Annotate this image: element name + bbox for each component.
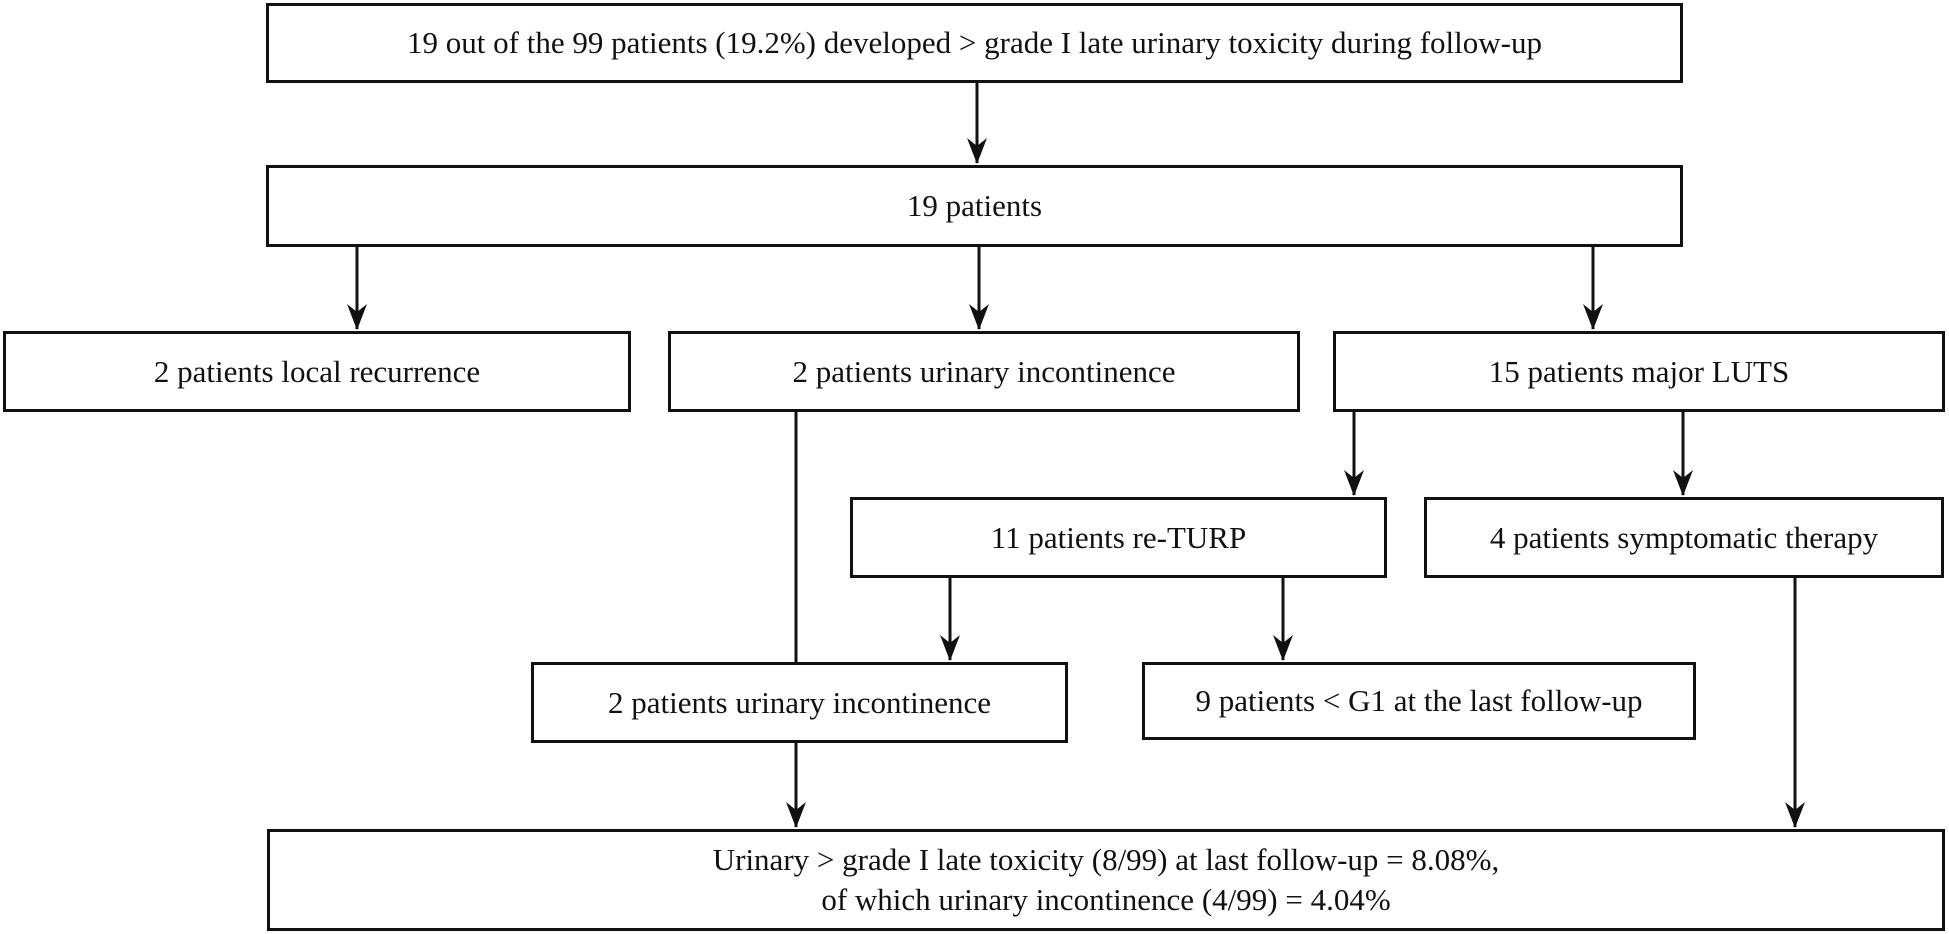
node-major-luts: 15 patients major LUTS [1333, 331, 1945, 412]
node-symptomatic-therapy: 4 patients symptomatic therapy [1424, 497, 1944, 578]
node-19-patients: 19 patients [266, 165, 1683, 247]
node-less-g1-followup: 9 patients < G1 at the last follow-up [1142, 662, 1696, 740]
node-local-recurrence-label: 2 patients local recurrence [153, 353, 481, 389]
node-local-recurrence: 2 patients local recurrence [3, 331, 631, 412]
node-urinary-incontinence-2-label: 2 patients urinary incontinence [607, 684, 992, 720]
node-final-summary-line2: of which urinary incontinence (4/99) = 4… [821, 882, 1391, 917]
node-symptomatic-therapy-label: 4 patients symptomatic therapy [1489, 519, 1879, 555]
node-re-turp: 11 patients re-TURP [850, 497, 1387, 578]
node-final-summary-line1: Urinary > grade I late toxicity (8/99) a… [712, 842, 1500, 878]
node-19-patients-label: 19 patients [906, 188, 1043, 224]
node-final-summary: Urinary > grade I late toxicity (8/99) a… [267, 829, 1945, 931]
node-urinary-incontinence-1-label: 2 patients urinary incontinence [792, 353, 1176, 389]
node-root: 19 out of the 99 patients (19.2%) develo… [266, 3, 1683, 83]
node-re-turp-label: 11 patients re-TURP [990, 519, 1247, 555]
node-root-label: 19 out of the 99 patients (19.2%) develo… [407, 25, 1542, 61]
node-less-g1-followup-label: 9 patients < G1 at the last follow-up [1195, 683, 1643, 719]
node-urinary-incontinence-2: 2 patients urinary incontinence [531, 662, 1068, 743]
node-urinary-incontinence-1: 2 patients urinary incontinence [668, 331, 1300, 412]
node-major-luts-label: 15 patients major LUTS [1488, 353, 1790, 389]
